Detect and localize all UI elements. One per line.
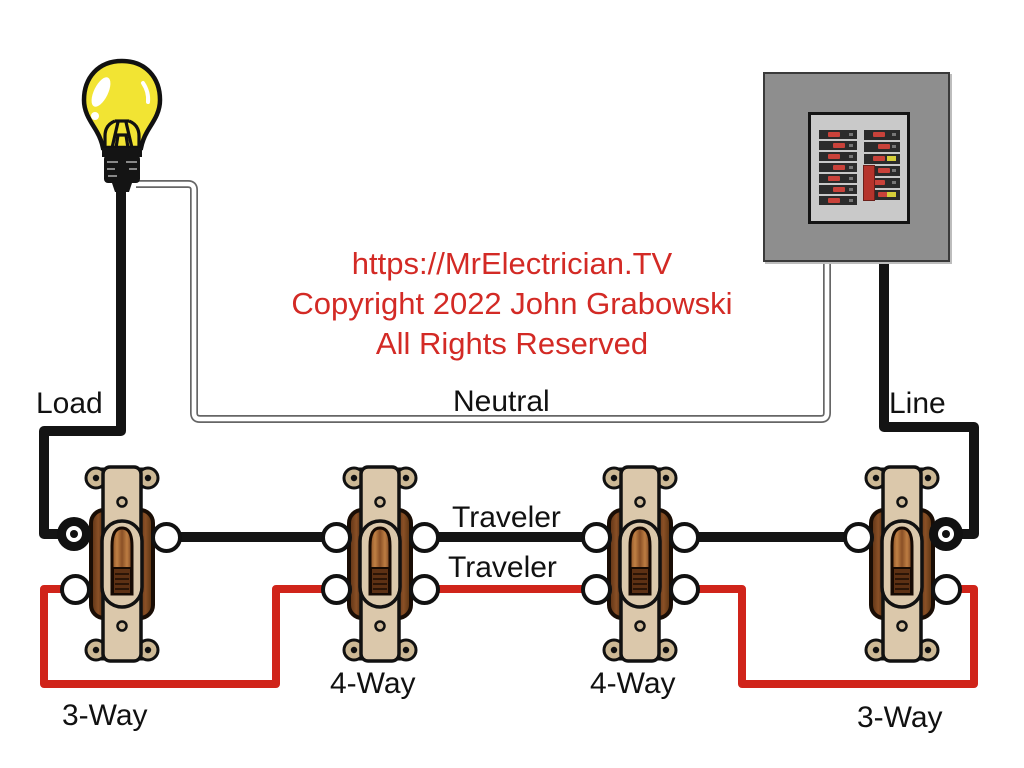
copyright-watermark: https://MrElectrician.TV Copyright 2022 … <box>240 244 784 364</box>
terminal-traveler-s1-upper <box>151 522 182 553</box>
watermark-url: https://MrElectrician.TV <box>351 246 673 281</box>
breaker-panel-icon <box>763 72 950 262</box>
traveler-label-bottom: Traveler <box>448 551 557 584</box>
line-label: Line <box>889 387 946 420</box>
neutral-wire <box>136 180 831 423</box>
switch-label-s1: 3-Way <box>62 699 148 732</box>
switch-label-s3: 4-Way <box>590 667 676 700</box>
switch-label-s4: 3-Way <box>857 701 943 734</box>
double-pole-breaker <box>863 165 875 201</box>
terminal-s2-upper-right <box>409 522 440 553</box>
breaker-bank-left <box>819 130 857 207</box>
load-label: Load <box>36 387 103 420</box>
terminal-s2-upper-left <box>321 522 352 553</box>
breaker <box>819 163 857 172</box>
breaker <box>819 141 857 150</box>
terminal-s2-lower-left <box>321 574 352 605</box>
breaker-panel-door <box>808 112 910 224</box>
terminal-s2-lower-right <box>409 574 440 605</box>
breaker <box>864 154 900 164</box>
traveler-wire-red-3 <box>684 585 978 688</box>
toggle-switch-icon-s3 <box>602 465 678 663</box>
toggle-switch-icon-s4 <box>864 465 940 663</box>
terminal-common-s4 <box>929 517 963 551</box>
load-wire <box>39 186 126 539</box>
traveler-wire-red-1 <box>40 585 336 688</box>
toggle-switch-icon-s1 <box>84 465 160 663</box>
breaker <box>864 190 900 200</box>
watermark-rights: All Rights Reserved <box>375 326 649 361</box>
terminal-s3-upper-right <box>669 522 700 553</box>
neutral-label: Neutral <box>453 385 550 418</box>
breaker <box>819 196 857 205</box>
breaker <box>864 130 900 140</box>
terminal-common-s1 <box>57 517 91 551</box>
switch-label-s2: 4-Way <box>330 667 416 700</box>
line-wire <box>879 256 979 539</box>
breaker <box>819 174 857 183</box>
terminal-traveler-s4-upper <box>843 522 874 553</box>
breaker <box>819 130 857 139</box>
terminal-traveler-s4-lower <box>931 574 962 605</box>
light-bulb-icon <box>81 58 163 192</box>
watermark-owner: Copyright 2022 John Grabowski <box>291 286 733 321</box>
terminal-s3-lower-left <box>581 574 612 605</box>
breaker <box>864 142 900 152</box>
breaker <box>864 166 900 176</box>
terminal-traveler-s1-lower <box>60 574 91 605</box>
breaker <box>819 185 857 194</box>
breaker <box>819 152 857 161</box>
traveler-label-top: Traveler <box>452 501 561 534</box>
breaker <box>864 178 900 188</box>
terminal-s3-lower-right <box>669 574 700 605</box>
breaker-bank-right <box>864 130 900 202</box>
terminal-s3-upper-left <box>581 522 612 553</box>
toggle-switch-icon-s2 <box>342 465 418 663</box>
